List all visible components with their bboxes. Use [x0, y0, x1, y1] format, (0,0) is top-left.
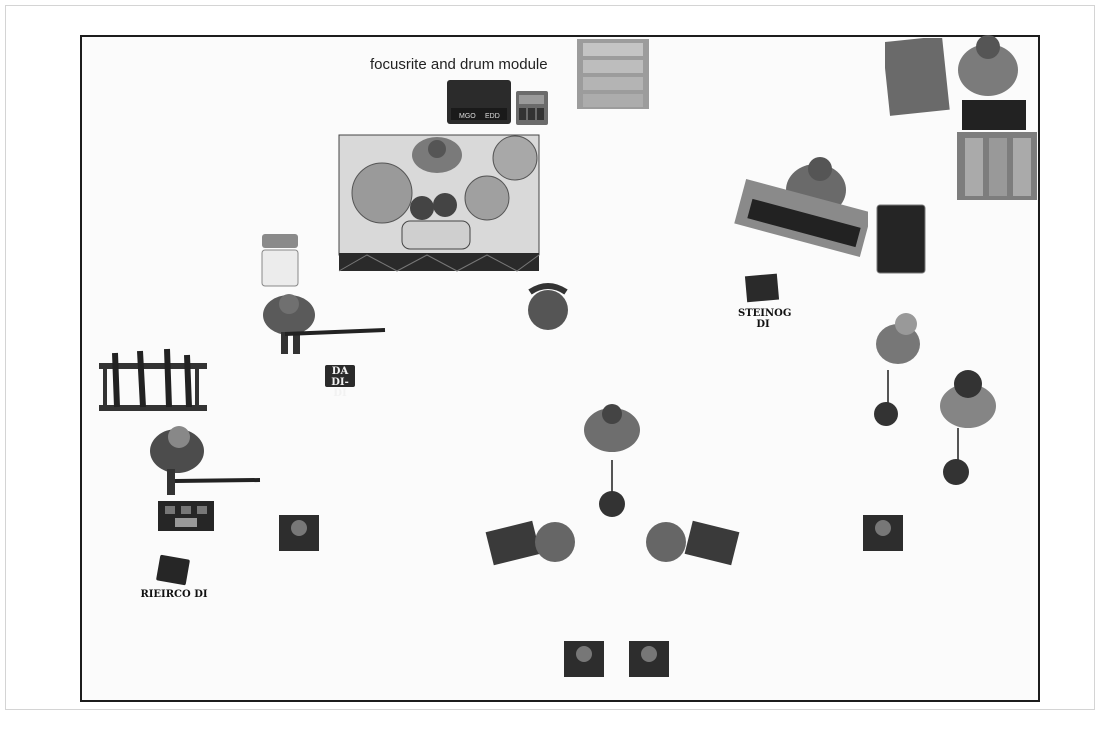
drum-module: [515, 90, 550, 128]
pedalboard: [157, 500, 215, 532]
guitar-di-box: [155, 554, 193, 588]
floor-monitor: [862, 514, 904, 552]
backing-vocalist: [868, 310, 928, 430]
turntable-monitor-pair: [485, 512, 585, 572]
technician: [948, 35, 1028, 135]
bass-di-label: DA DI-DI: [325, 366, 355, 399]
backing-vocalist: [930, 368, 1015, 493]
svg-text:EDD: EDD: [485, 113, 500, 120]
focusrite-interface: MGO EDD: [445, 78, 513, 128]
road-case: [875, 203, 927, 275]
equipment-rack: [885, 38, 955, 118]
stool-icon: [525, 280, 571, 330]
lead-vocalist: [580, 400, 644, 520]
screen-panels: [955, 130, 1040, 202]
chair-icon: [259, 232, 303, 290]
turntable-monitor-pair: [640, 512, 740, 572]
floor-monitor: [278, 514, 320, 552]
bass-player: [255, 290, 390, 365]
keys-di-box: [743, 272, 781, 306]
svg-text:MGO: MGO: [459, 113, 476, 120]
guitar-rack: [95, 345, 210, 420]
keys-di-label: STEINOG DI: [738, 308, 788, 330]
focusrite-drum-module-label: focusrite and drum module: [370, 56, 548, 73]
keyboard-player: [728, 155, 868, 285]
guitar-player: [145, 425, 265, 500]
floor-monitor: [563, 640, 605, 678]
guitar-di-label: RIEIRCO DI: [140, 589, 208, 600]
drum-riser-steps: [575, 37, 651, 111]
drum-kit: [337, 133, 542, 278]
floor-monitor: [628, 640, 670, 678]
